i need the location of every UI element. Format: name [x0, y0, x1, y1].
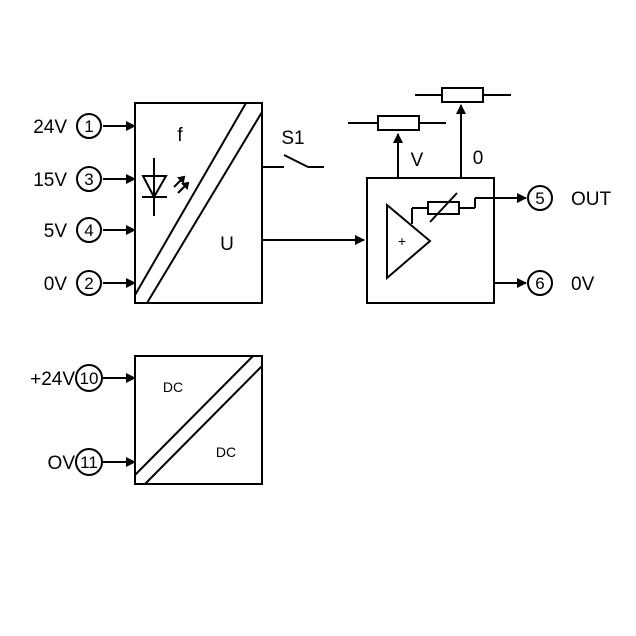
- input-voltage-5v: 5V: [44, 221, 68, 242]
- dcdc-diagonal-1: [134, 355, 254, 476]
- terminal-label-10: 10: [80, 369, 99, 388]
- switch-s1-icon: [262, 154, 324, 168]
- terminal-circle-10: [75, 364, 103, 392]
- terminal-label-3: 3: [84, 170, 93, 189]
- terminal-circle-4: [76, 217, 102, 243]
- amplifier-block: [366, 177, 495, 304]
- output-label-0v: 0V: [571, 274, 595, 295]
- input-voltage-0v: 0V: [44, 274, 68, 295]
- converter-top-label: f: [177, 125, 183, 146]
- terminal-label-1: 1: [84, 117, 93, 136]
- gain-pot-label: V: [411, 150, 424, 171]
- amplifier-triangle: [386, 202, 432, 281]
- zero-potentiometer-icon: [415, 87, 511, 178]
- converter-diagonal-2: [146, 111, 263, 304]
- dcdc-top-label: DC: [163, 379, 183, 395]
- terminal-circle-1: [76, 113, 102, 139]
- dcdc-bottom-label: DC: [216, 444, 236, 460]
- terminal-label-6: 6: [535, 274, 544, 293]
- output-label-out: OUT: [571, 189, 612, 210]
- terminal-circle-6: [527, 270, 553, 296]
- converter-diagonal-1: [134, 102, 247, 296]
- converter-bottom-label: U: [220, 234, 234, 255]
- zero-pot-label: 0: [473, 148, 484, 169]
- variable-resistor-icon: [411, 192, 494, 224]
- terminal-label-11: 11: [80, 453, 98, 472]
- power-voltage-ov: OV: [48, 453, 76, 474]
- terminal-circle-2: [76, 270, 102, 296]
- switch-label: S1: [281, 128, 304, 149]
- terminal-label-4: 4: [84, 221, 93, 240]
- amplifier-plus-label: +: [398, 233, 406, 249]
- terminal-circle-3: [76, 166, 102, 192]
- power-voltage-plus24v: +24V: [30, 369, 75, 390]
- dcdc-block: [134, 355, 263, 485]
- led-icon: [141, 158, 190, 216]
- dcdc-diagonal-2: [144, 365, 263, 485]
- terminal-label-5: 5: [535, 189, 544, 208]
- terminal-circle-11: [75, 448, 103, 476]
- input-voltage-24v: 24V: [33, 117, 67, 138]
- gain-potentiometer-icon: [348, 115, 446, 178]
- terminal-circle-5: [527, 185, 553, 211]
- terminal-label-2: 2: [84, 274, 93, 293]
- input-voltage-15v: 15V: [33, 170, 67, 191]
- converter-block: [134, 102, 263, 304]
